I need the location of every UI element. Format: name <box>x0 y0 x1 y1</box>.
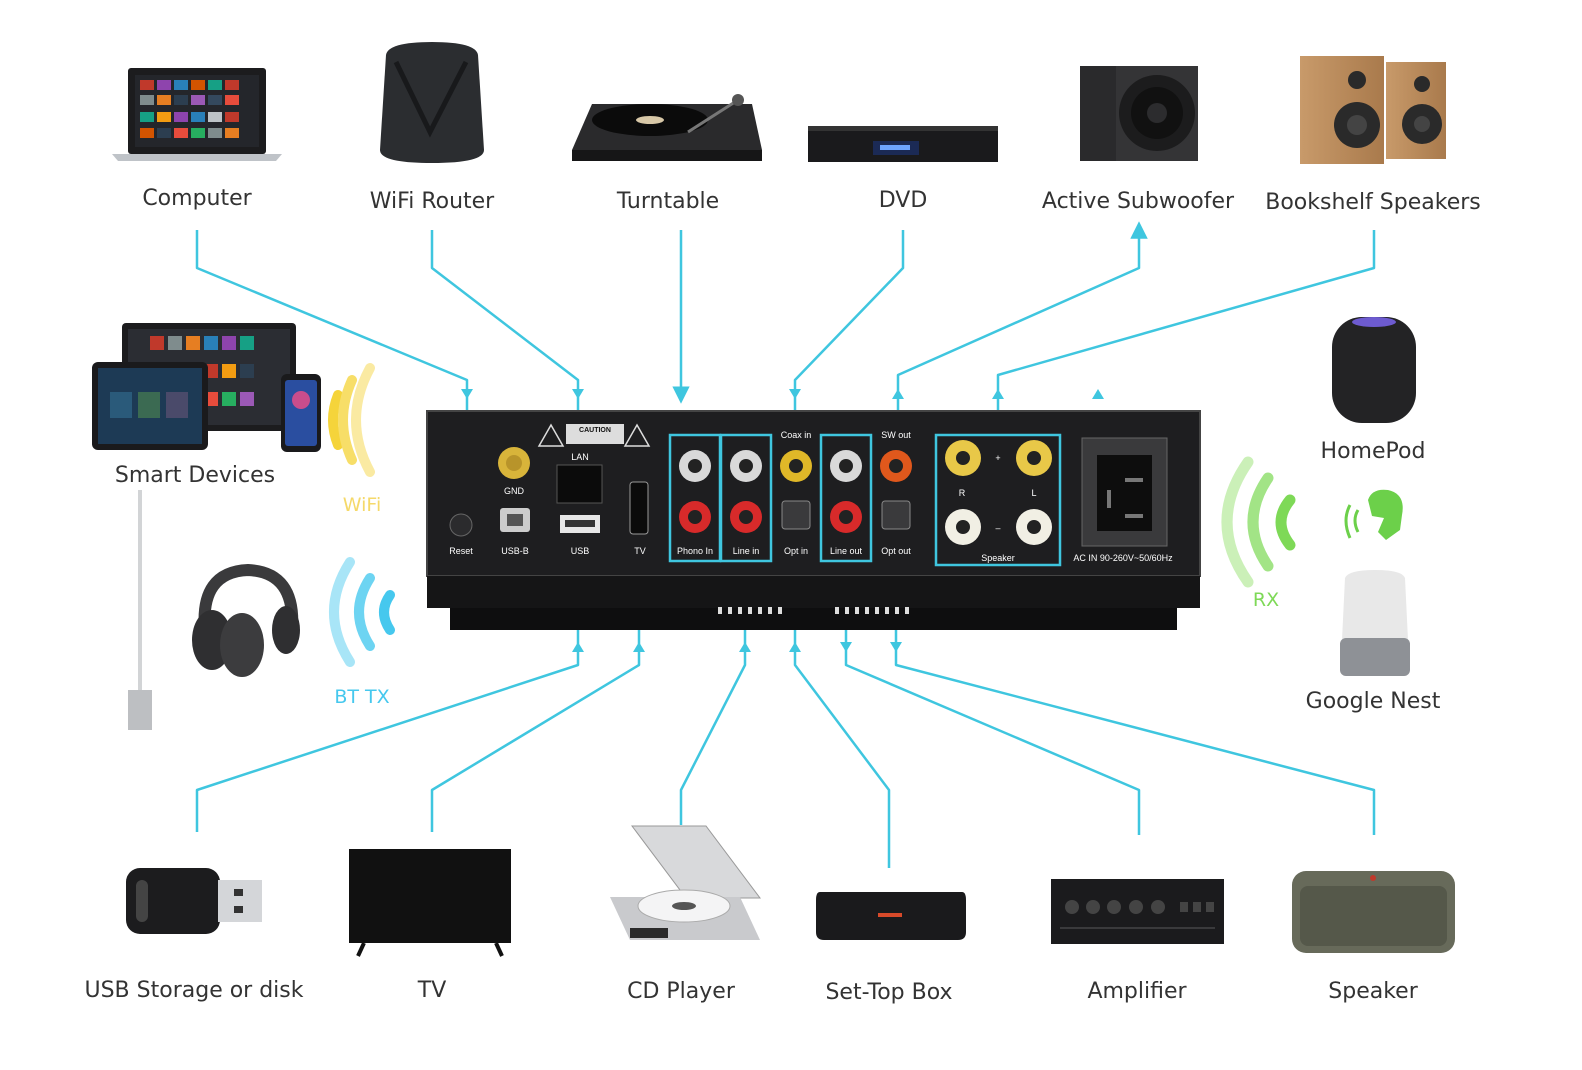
r-label: R <box>959 488 966 498</box>
dvd-icon <box>808 126 998 162</box>
opt-in-port[interactable] <box>781 500 811 530</box>
bt-tx-label: BT TX <box>334 686 390 708</box>
speaker-terminal-label: Speaker <box>981 553 1015 563</box>
usb-label: USB <box>571 546 590 556</box>
tv-port[interactable] <box>629 481 649 535</box>
speaker-terminals <box>945 440 1052 545</box>
wifi-signal-icon <box>328 363 375 477</box>
caution-plate <box>566 424 624 444</box>
minus-label: – <box>995 523 1000 533</box>
amplifier-label: Amplifier <box>1087 979 1187 1004</box>
ac-in-label: AC IN 90-260V~50/60Hz <box>1073 553 1173 563</box>
usb-storage-icon <box>126 868 262 934</box>
set-top-box-label: Set-Top Box <box>825 980 953 1005</box>
line-out-group <box>819 433 873 563</box>
main-unit: CAUTION GND Reset USB-B LAN USB TV <box>426 410 1201 630</box>
google-nest-label: Google Nest <box>1305 689 1441 714</box>
smart-devices-label: Smart Devices <box>114 463 276 488</box>
bookshelf-speakers-icon <box>1300 56 1446 164</box>
lan-port[interactable] <box>556 464 603 504</box>
bookshelf-speakers-label: Bookshelf Speakers <box>1265 190 1481 215</box>
amplifier-icon <box>1051 879 1224 944</box>
sw-out-label: SW out <box>881 430 911 440</box>
opt-out-label: Opt out <box>881 546 911 556</box>
homepod-icon <box>1332 317 1416 423</box>
google-nest-icon <box>1340 570 1410 676</box>
turntable-icon <box>572 94 762 161</box>
homepod-label: HomePod <box>1320 439 1426 464</box>
headphones-icon <box>192 563 300 677</box>
usb-cable-icon <box>128 490 152 730</box>
vent-slots <box>718 607 909 614</box>
line-in-label: Line in <box>733 546 760 556</box>
speaker-icon <box>1292 871 1455 953</box>
computer-label: Computer <box>142 186 252 211</box>
speaker-label: Speaker <box>1328 979 1418 1004</box>
l-label: L <box>1031 488 1036 498</box>
tv-port-label: TV <box>634 546 646 556</box>
warning-icon <box>623 423 651 447</box>
computer-icon <box>112 68 282 161</box>
wifi-router-label: WiFi Router <box>369 189 495 214</box>
plus-label: + <box>995 453 1000 463</box>
tv-icon <box>349 849 511 957</box>
opt-out-port[interactable] <box>881 500 911 530</box>
rx-label: RX <box>1252 589 1280 611</box>
dvd-label: DVD <box>878 188 928 213</box>
rca-jacks <box>679 450 912 533</box>
coax-in-label: Coax in <box>781 430 812 440</box>
tv-label: TV <box>417 978 447 1003</box>
set-top-box-icon <box>816 892 966 940</box>
subwoofer-icon <box>1080 66 1198 161</box>
reset-button[interactable] <box>449 513 473 537</box>
arrow-heads <box>461 389 1104 652</box>
smart-devices-icon <box>92 323 321 452</box>
line-out-label: Line out <box>830 546 863 556</box>
reset-label: Reset <box>449 546 473 556</box>
lan-label: LAN <box>571 452 589 462</box>
warning-icon <box>537 423 565 447</box>
gnd-label: GND <box>504 486 525 496</box>
usb-b-label: USB-B <box>501 546 529 556</box>
rx-signal-icon <box>1221 456 1296 588</box>
opt-in-label: Opt in <box>784 546 808 556</box>
caution-label: CAUTION <box>579 427 611 434</box>
turntable-label: Turntable <box>616 189 720 214</box>
wifi-router-icon <box>380 42 484 163</box>
bt-signal-icon <box>329 557 395 667</box>
cd-player-label: CD Player <box>627 979 735 1004</box>
line-bookshelf <box>996 230 1376 435</box>
cd-player-icon <box>610 825 761 940</box>
usb-storage-label: USB Storage or disk <box>84 978 304 1003</box>
phono-in-label: Phono In <box>677 546 713 556</box>
active-subwoofer-label: Active Subwoofer <box>1041 189 1235 214</box>
line-in-group <box>719 433 773 563</box>
voice-command-icon <box>1344 489 1403 540</box>
wifi-label: WiFi <box>342 494 382 516</box>
speaker-terminal-group <box>934 433 1062 567</box>
